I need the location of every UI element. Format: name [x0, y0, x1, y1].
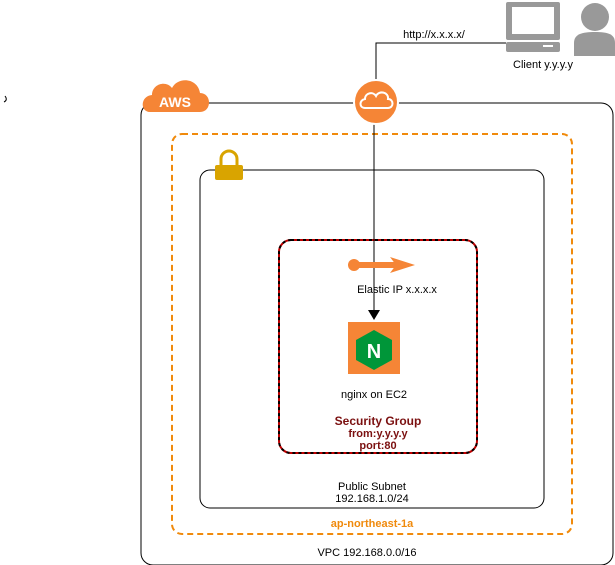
subnet-cidr: 192.168.1.0/24: [335, 493, 408, 505]
security-group-source: from:y.y.y.y: [348, 428, 408, 440]
lock-icon: [215, 149, 243, 180]
elastic-ip-label: Elastic IP x.x.x.x: [357, 284, 437, 296]
nginx-logo-letter: N: [367, 341, 381, 363]
stray-mark: [3, 95, 7, 103]
client-connector-line: [375, 42, 506, 88]
subnet-label: Public Subnet: [338, 481, 406, 493]
availability-zone-label: ap-northeast-1a: [331, 518, 414, 530]
security-group-port: port:80: [359, 440, 396, 452]
availability-zone-box: [171, 133, 573, 535]
elastic-ip-icon: [348, 257, 415, 273]
vpc-label: VPC 192.168.0.0/16: [317, 547, 416, 559]
user-icon: [574, 3, 615, 56]
aws-cloud-icon: AWS: [142, 80, 209, 112]
arrowhead-icon: [368, 310, 380, 320]
security-group-title: Security Group: [335, 414, 422, 428]
ec2-label: nginx on EC2: [341, 389, 407, 401]
computer-icon: [506, 2, 560, 52]
public-subnet-box: [199, 169, 545, 509]
nginx-icon: N: [348, 322, 400, 374]
security-group-box-dash: [278, 239, 478, 454]
internet-gateway-icon: [353, 79, 399, 125]
client-label: Client y.y.y.y: [513, 59, 573, 71]
aws-badge-text: AWS: [159, 94, 191, 110]
client-url-label: http://x.x.x.x/: [403, 29, 466, 41]
